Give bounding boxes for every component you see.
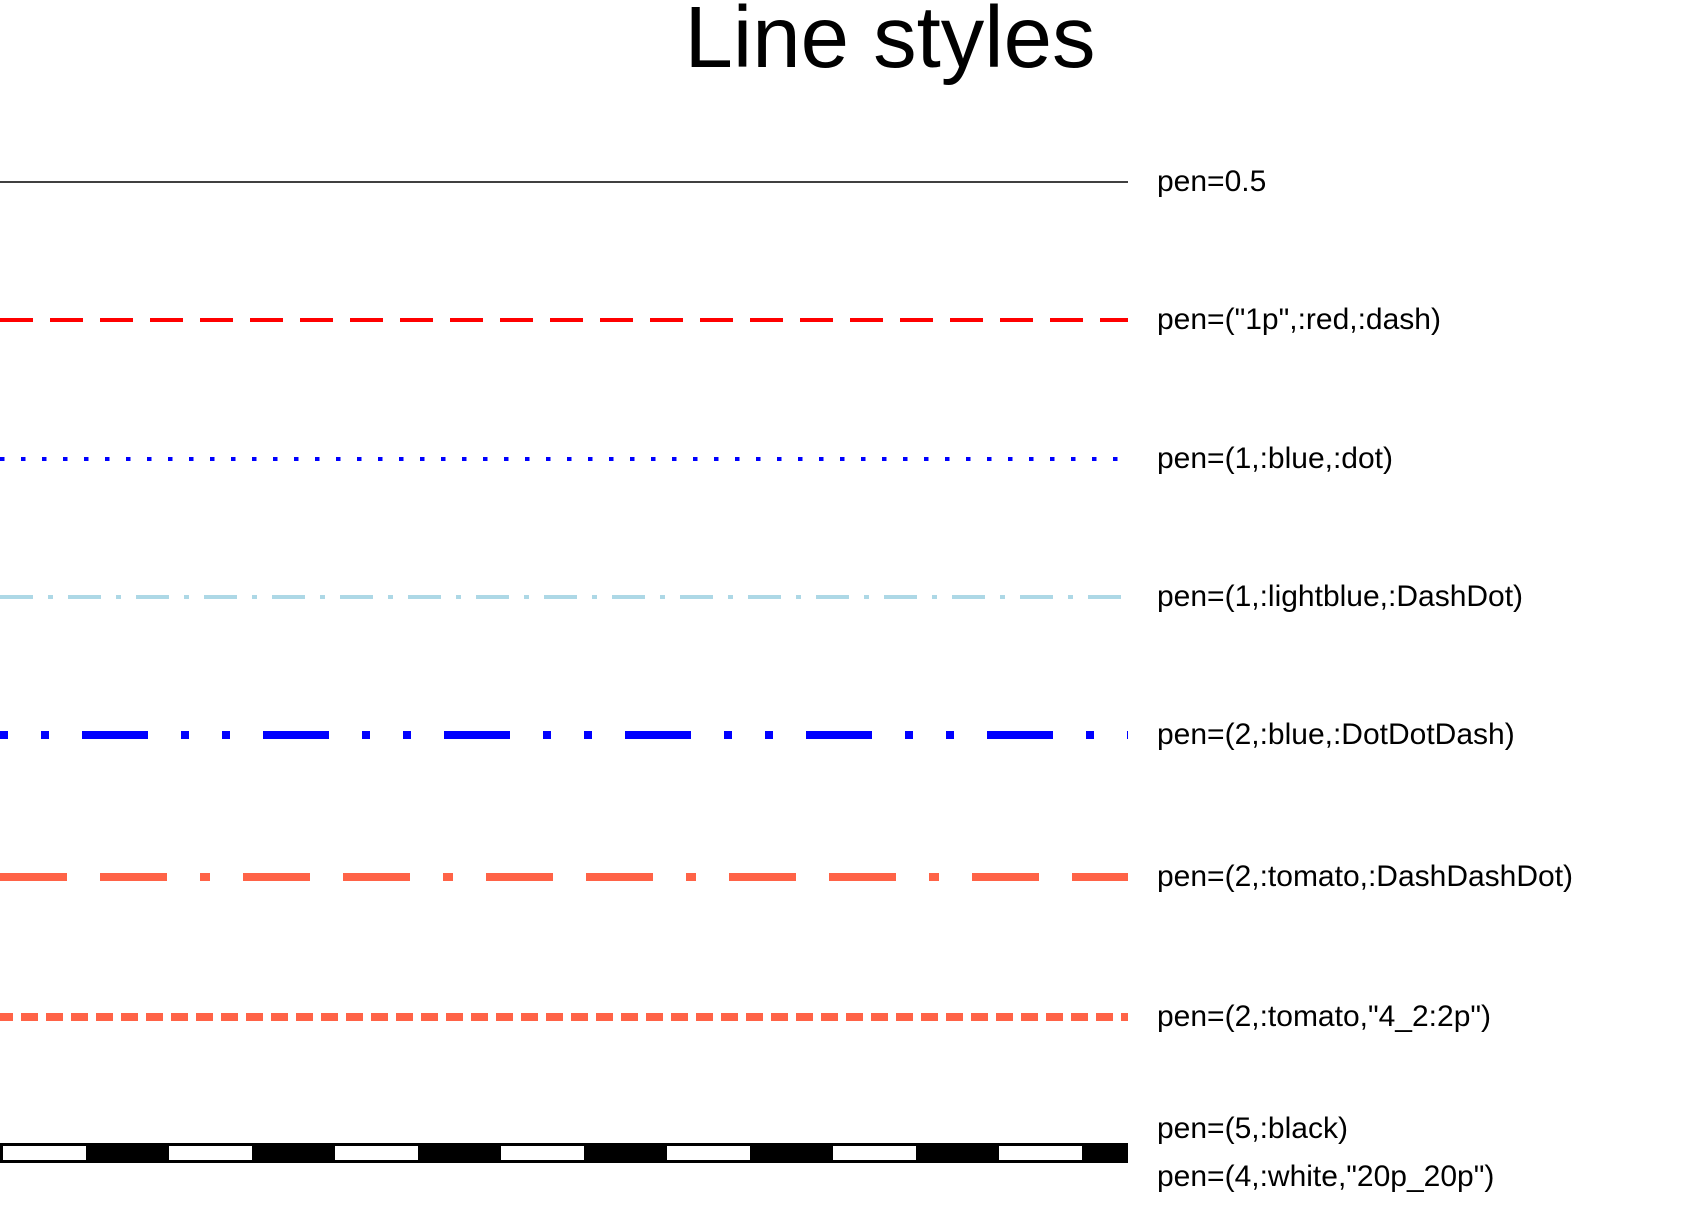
line-label-1: pen=0.5 (1157, 158, 1266, 206)
line-label-8-text-1: pen=(5,:black) (1157, 1112, 1348, 1145)
line-label-4: pen=(1,:lightblue,:DashDot) (1157, 573, 1523, 621)
line-label-5: pen=(2,:blue,:DotDotDash) (1157, 711, 1515, 759)
line-label-6: pen=(2,:tomato,:DashDashDot) (1157, 853, 1573, 901)
line-label-6-text-1: pen=(2,:tomato,:DashDashDot) (1157, 860, 1574, 893)
line-label-4-text-1: pen=(1,:lightblue,:DashDot) (1157, 580, 1524, 613)
line-label-3-text-1: pen=(1,:blue,:dot) (1157, 442, 1394, 475)
line-label-8-text-2: pen=(4,:white,"20p_20p") (1157, 1160, 1495, 1193)
line-label-1-text-1: pen=0.5 (1157, 165, 1267, 198)
figure-title: Line styles (684, 0, 1096, 86)
line-label-3: pen=(1,:blue,:dot) (1157, 435, 1393, 483)
line-label-8: pen=(5,:black) pen=(4,:white,"20p_20p") (1157, 1105, 1494, 1201)
line-label-7: pen=(2,:tomato,"4_2:2p") (1157, 993, 1491, 1041)
line-label-5-text-1: pen=(2,:blue,:DotDotDash) (1157, 718, 1515, 751)
line-label-2-text-1: pen=("1p",:red,:dash) (1157, 303, 1441, 336)
line-label-2: pen=("1p",:red,:dash) (1157, 296, 1441, 344)
line-label-7-text-1: pen=(2,:tomato,"4_2:2p") (1157, 1000, 1492, 1033)
